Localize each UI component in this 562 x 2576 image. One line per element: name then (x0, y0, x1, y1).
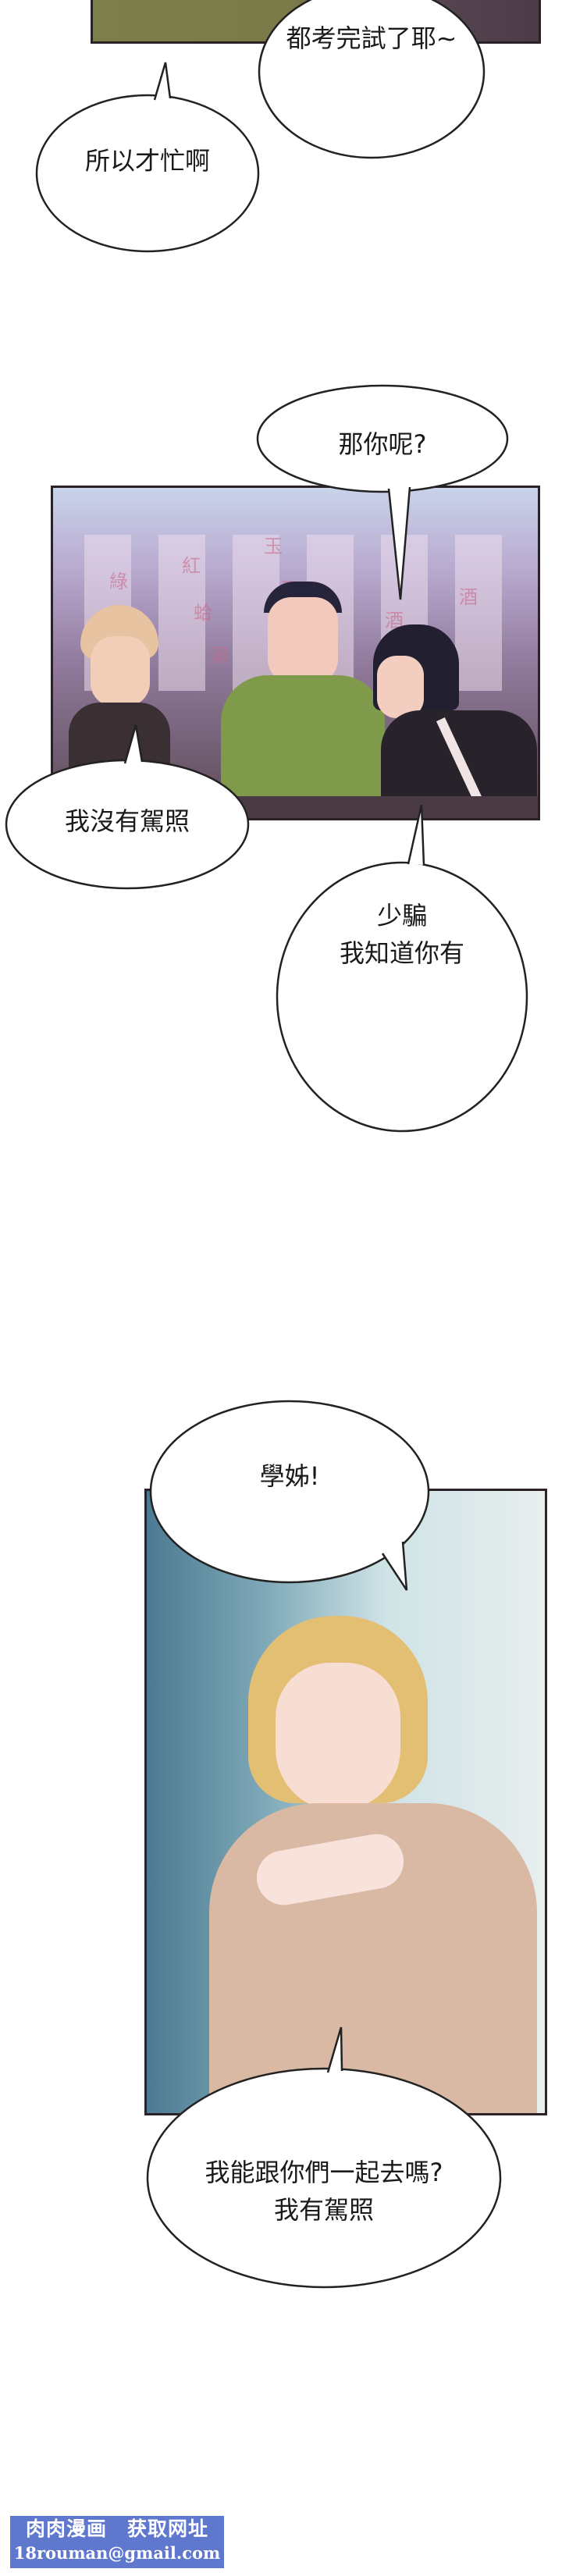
comic-panel-friends: 綠 紅 蛤 湯 玉 子 酒 酒 (51, 486, 540, 820)
sign-text: 綠 (109, 571, 128, 592)
sign-text: 酒 (459, 586, 478, 608)
bubble-text-exam-done: 都考完試了耶~ (286, 23, 457, 53)
speech-bubble-what-about-you (256, 384, 509, 600)
sign-text: 湯 (209, 645, 228, 667)
sign-text: 蛤 (194, 602, 212, 624)
bubble-text-can-i-come-line2: 我有駕照 (273, 2195, 375, 2225)
bubble-text-liar-line2: 我知道你有 (339, 938, 465, 968)
bubble-text-liar-line1: 少騙 (376, 901, 428, 930)
bubble-text-what-about-you: 那你呢? (338, 429, 427, 459)
comic-panel-senpai (144, 1489, 547, 2115)
speech-bubble-can-i-come (146, 2026, 502, 2289)
sign-text: 紅 (182, 555, 201, 577)
speech-bubble-senpai (149, 1400, 430, 1591)
bubble-text-can-i-come-line1: 我能跟你們一起去嗎? (205, 2158, 443, 2187)
speech-bubble-so-busy (35, 62, 260, 253)
speech-bubble-liar (276, 804, 528, 1133)
bubble-text-senpai: 學姊! (259, 1461, 320, 1491)
sign-text: 玉 (264, 535, 283, 557)
bubble-text-so-busy: 所以才忙啊 (84, 146, 211, 176)
watermark-email: 18rouman@gmail.com (13, 2543, 221, 2563)
character-senpai (209, 1569, 537, 2113)
speech-bubble-exam-done (258, 0, 486, 159)
watermark-title: 肉肉漫画 获取网址 (25, 2517, 208, 2540)
speech-bubble-no-license (5, 724, 250, 890)
character-green-shirt-guy (221, 582, 385, 818)
watermark-banner: 肉肉漫画 获取网址 18rouman@gmail.com (10, 2516, 224, 2568)
bubble-text-no-license: 我沒有駕照 (64, 806, 190, 836)
